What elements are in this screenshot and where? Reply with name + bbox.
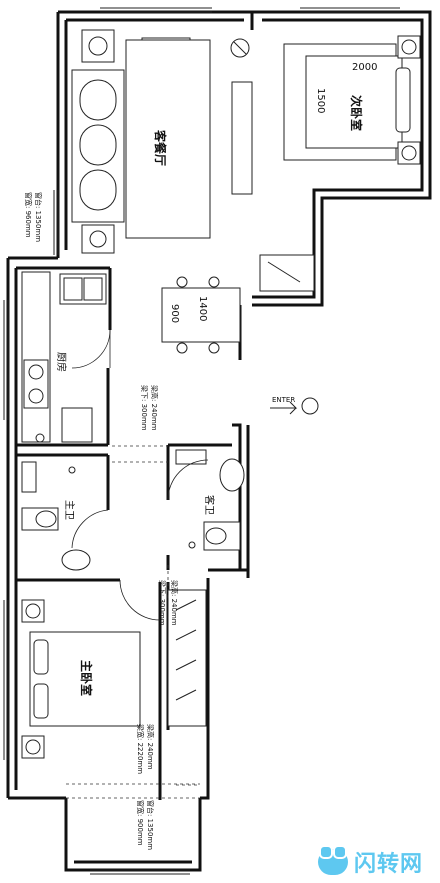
label-kitchen: 厨房 [55, 352, 68, 372]
dim-table-length: 1400 [197, 296, 208, 321]
kitchen-beam-line2: 梁下: 300mm [140, 385, 149, 431]
guest-bath-fixtures [167, 449, 245, 551]
label-master-bedroom: 主卧室 [79, 660, 94, 696]
dim-table-width: 900 [169, 304, 180, 323]
corridor-beam-line1: 梁高: 240mm [170, 580, 179, 626]
label-living-dining: 客餐厅 [153, 129, 168, 166]
master-bedroom-furniture [21, 579, 207, 759]
label-master-bath: 主卫 [63, 500, 75, 520]
corridor-beam-line2: 梁下: 300mm [158, 580, 167, 626]
windows [3, 7, 400, 875]
dim-bed-width: 1500 [315, 88, 326, 113]
bottom-window-line2: 窗宽: 900mm [136, 800, 145, 846]
kitchen-fixtures [21, 271, 111, 443]
living-window-line1: 窗台: 1350mm [34, 192, 43, 242]
frog-icon [318, 845, 348, 875]
label-guest-bath: 客卫 [203, 495, 216, 515]
label-entry: ENTER [272, 396, 295, 404]
dim-bed-length: 2000 [352, 62, 377, 73]
beam-lines [66, 445, 200, 799]
entry-marker [270, 397, 319, 415]
bottom-window-line1: 窗台: 1350mm [146, 800, 155, 850]
second-bedroom-furniture [283, 35, 421, 165]
master-beam-line2: 梁宽: 2220mm [136, 724, 145, 774]
kitchen-beam-line1: 梁高: 240mm [150, 385, 159, 431]
master-beam-line1: 梁高: 240mm [146, 724, 155, 770]
logo-text: 闪转网 [354, 852, 424, 877]
living-window-line2: 窗宽: 960mm [24, 192, 33, 238]
master-bath-fixtures [21, 461, 109, 571]
site-logo: 闪转网 [318, 845, 438, 879]
living-furniture [71, 29, 315, 354]
label-second-bedroom: 次卧室 [349, 95, 364, 131]
